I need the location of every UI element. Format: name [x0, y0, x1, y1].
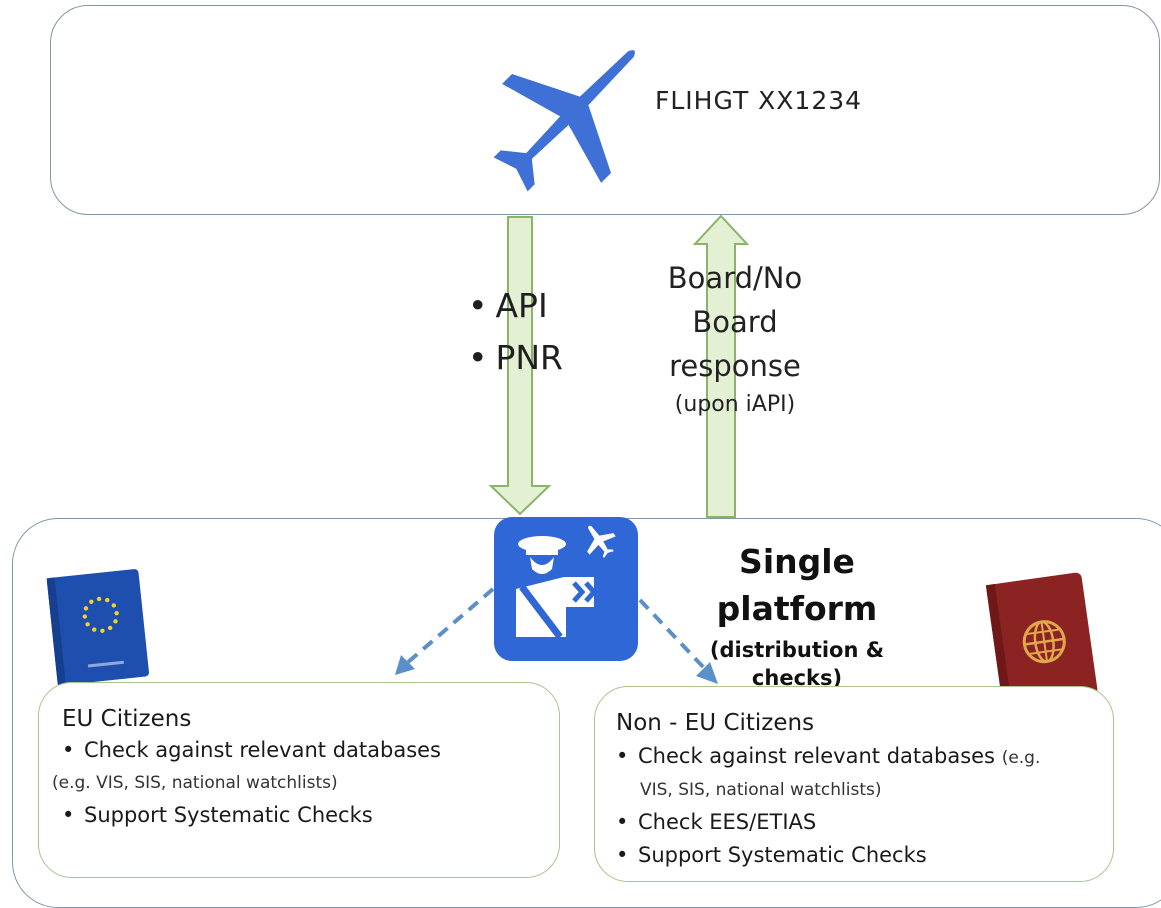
eu-item-note: (e.g. VIS, SIS, national watchlists): [52, 773, 338, 793]
non-eu-citizens-box: [594, 686, 1114, 882]
board-response-label: Board/No Board response (upon iAPI): [610, 256, 860, 422]
dashed-arrow-to-non-eu: [638, 598, 718, 684]
bullet: •: [616, 843, 629, 867]
eu-passport-icon: [46, 569, 150, 686]
flight-box: [50, 5, 1160, 215]
bullet: •: [62, 738, 75, 762]
response-note: (upon iAPI): [674, 392, 796, 417]
board-response-arrow: [693, 214, 749, 518]
bullet: •: [468, 286, 488, 325]
api-item: •API: [468, 286, 548, 325]
airplane-icon: [493, 50, 635, 192]
non-eu-citizens-title: Non - EU Citizens: [616, 710, 815, 736]
platform-subtitle: (distribution & checks): [709, 638, 885, 690]
non-eu-item-check-databases: •Check against relevant databases (e.g.: [616, 744, 1041, 768]
data-transfer-arrow: [488, 216, 552, 516]
platform-title: Single platform (distribution & checks): [672, 540, 922, 692]
bullet: •: [616, 744, 629, 768]
bullet: •: [62, 803, 75, 827]
eu-citizens-box: [38, 682, 560, 878]
eu-item-systematic-checks: •Support Systematic Checks: [62, 803, 373, 827]
response-line1: Board/No: [667, 261, 803, 295]
non-eu-item-ees-etias: •Check EES/ETIAS: [616, 810, 817, 834]
dashed-arrow-to-eu: [395, 587, 495, 675]
non-eu-item-systematic-checks: •Support Systematic Checks: [616, 843, 927, 867]
border-officer-icon: [494, 517, 638, 661]
non-eu-item-note-b: VIS, SIS, national watchlists): [640, 780, 882, 800]
response-line2: Board: [692, 305, 778, 339]
bullet: •: [468, 338, 488, 377]
pnr-item: •PNR: [468, 338, 563, 377]
eu-citizens-title: EU Citizens: [62, 706, 192, 732]
flight-label: FLIHGT XX1234: [655, 86, 863, 115]
passport-icon: [985, 572, 1098, 709]
response-line3: response: [669, 349, 801, 383]
non-eu-item-note-a: (e.g.: [1001, 748, 1041, 768]
eu-item-check-databases: •Check against relevant databases: [62, 738, 441, 762]
bullet: •: [616, 810, 629, 834]
